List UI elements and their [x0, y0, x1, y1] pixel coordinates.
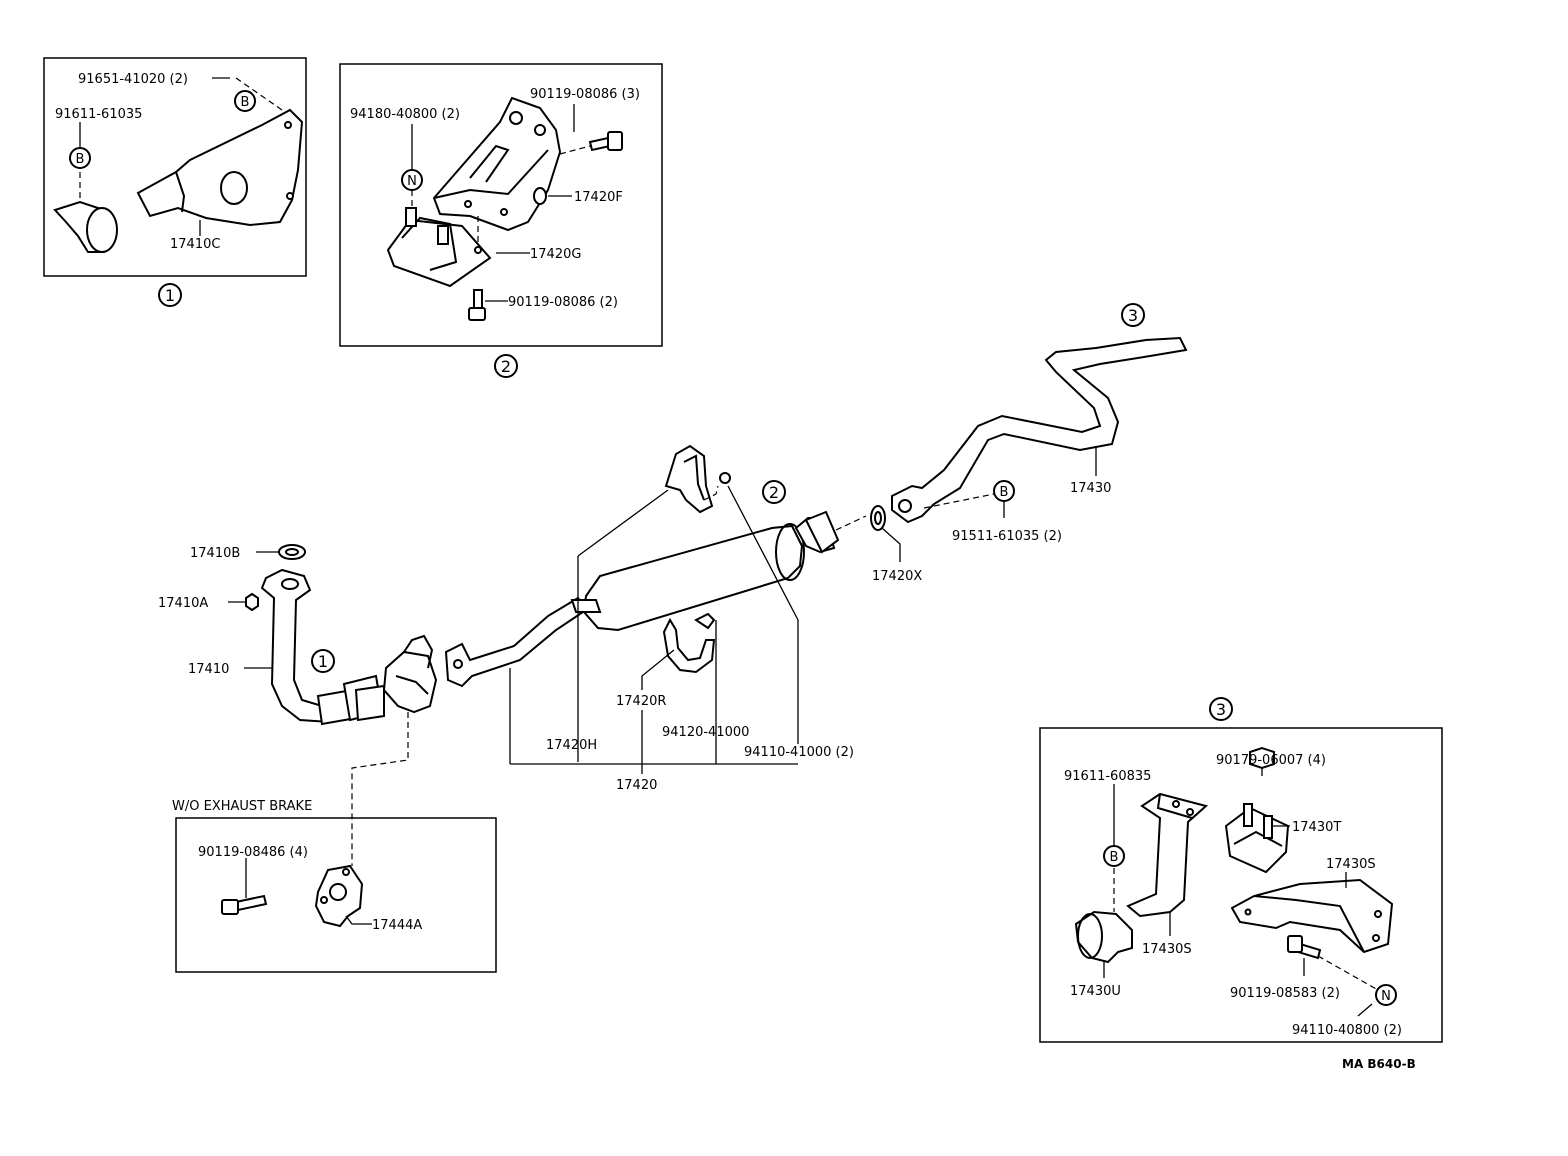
svg-text:2: 2 — [769, 483, 779, 502]
frame-bracket-17430s — [1230, 878, 1394, 954]
marker-n-icon — [1375, 984, 1397, 1006]
part-label: 17430S — [1142, 942, 1192, 957]
exhaust-brake-body — [382, 650, 438, 714]
part-label: 17420H — [546, 738, 597, 753]
tail-pipe-17430 — [891, 336, 1188, 524]
gasket-17410b — [278, 544, 306, 560]
inset-without-exhaust-brake: W/O EXHAUST BRAKE 90119-08486 (4) 17444A — [172, 799, 497, 973]
circled-index-3-icon — [1209, 697, 1233, 721]
callout-2-icon — [762, 480, 786, 504]
svg-text:N: N — [1381, 989, 1391, 1004]
blind-plate-17444a — [314, 864, 364, 928]
part-label: 17410A — [158, 596, 208, 611]
part-label: 94180-40800 (2) — [350, 107, 460, 122]
tail-pipe-clamp-17430u — [1074, 910, 1133, 964]
part-label: 17420R — [616, 694, 666, 709]
muffler-17420 — [582, 524, 804, 632]
part-label: 90119-08086 (2) — [508, 295, 618, 310]
part-label: 17444A — [372, 918, 422, 933]
part-label: 17420G — [530, 247, 581, 262]
svg-text:2: 2 — [501, 357, 511, 376]
svg-text:3: 3 — [1128, 306, 1138, 325]
marker-b-icon — [234, 90, 256, 112]
nut-17410a — [245, 592, 259, 612]
nut-icon — [1249, 746, 1275, 770]
inset-3: 3 90179-06007 (4) B 91611-60835 17430U 1… — [1039, 697, 1443, 1043]
gasket-17420x — [870, 505, 886, 531]
part-label: 90119-08086 (3) — [530, 87, 640, 102]
part-label: 17420F — [574, 190, 623, 205]
svg-text:1: 1 — [165, 286, 175, 305]
svg-text:1: 1 — [318, 652, 328, 671]
rubber-mount-17430t — [1224, 806, 1290, 874]
svg-text:B: B — [76, 152, 85, 167]
muffler-clamp-17420r — [662, 617, 716, 674]
tail-pipe-bracket-17430s — [1126, 792, 1209, 918]
part-label: 94120-41000 — [662, 725, 749, 740]
callout-3-icon — [1121, 303, 1145, 327]
svg-text:N: N — [407, 174, 417, 189]
inset-1: B B 91651-41020 (2) 91611-61035 17410C 1 — [43, 57, 307, 307]
part-label: 91651-41020 (2) — [78, 72, 188, 87]
part-label: 94110-40800 (2) — [1292, 1023, 1402, 1038]
circled-index-2-icon — [494, 354, 518, 378]
svg-text:B: B — [241, 95, 250, 110]
part-label: 17430T — [1292, 820, 1341, 835]
part-label: 17430 — [1070, 481, 1111, 496]
muffler-hanger-17420h — [664, 444, 714, 514]
exhaust-pipe-support-bracket — [136, 108, 304, 227]
part-label: 17410 — [188, 662, 229, 677]
muffler-bracket-17420f — [432, 96, 562, 232]
part-label: 90119-08486 (4) — [198, 845, 308, 860]
circled-index-1-icon — [158, 283, 182, 307]
part-label: 17420 — [616, 778, 657, 793]
intermediate-pipe — [444, 596, 588, 688]
part-label: 90179-06007 (4) — [1216, 753, 1326, 768]
bolt-icon — [234, 894, 268, 912]
inset-title: W/O EXHAUST BRAKE — [172, 799, 312, 814]
part-label: 17430U — [1070, 984, 1121, 999]
callout-1-icon — [311, 649, 335, 673]
part-label: 90119-08583 (2) — [1230, 986, 1340, 1001]
part-label: 91611-61035 — [55, 107, 142, 122]
main-exhaust-assembly: 17410B 17410A 17410 1 — [158, 303, 1188, 866]
part-label: 17410B — [190, 546, 240, 561]
svg-text:B: B — [1000, 485, 1009, 500]
part-label: 91611-60835 — [1064, 769, 1151, 784]
part-label: 17420X — [872, 569, 922, 584]
part-label: 17410C — [170, 237, 220, 252]
svg-text:B: B — [1110, 850, 1119, 865]
inset-2: N 90119-08086 (3) 94180-40800 (2) 17420F… — [339, 63, 663, 378]
part-label: 91511-61035 (2) — [952, 529, 1062, 544]
diagram-code: MA B640-B — [1342, 1057, 1416, 1071]
part-label: 94110-41000 (2) — [744, 745, 854, 760]
part-label: 17430S — [1326, 857, 1376, 872]
svg-text:3: 3 — [1216, 700, 1226, 719]
